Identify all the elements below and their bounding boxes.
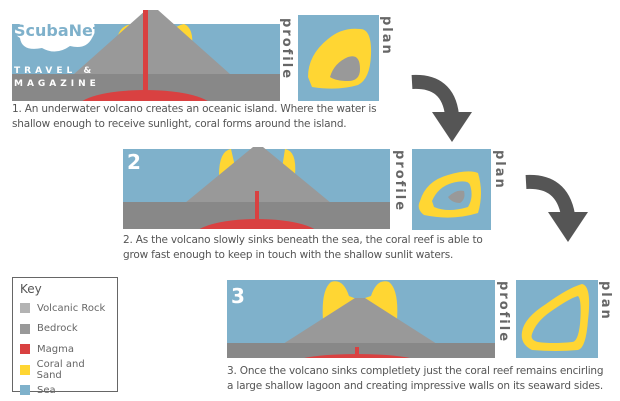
step-2-profile-diagram [123,147,390,229]
key-item-bedrock: Bedrock [20,319,110,340]
swatch-coral [20,364,30,375]
plan-label-3: plan [598,281,613,321]
key-label: Magma [37,343,74,355]
step-3-caption: 3. Once the volcano sinks completlety ju… [227,365,604,392]
arrow-icon-1 [411,74,472,142]
key-item-sea: Sea [20,380,110,401]
profile-label-2: profile [392,150,407,213]
step-3-profile-diagram [227,280,495,358]
step-1-caption: 1. An underwater volcano creates an ocea… [12,103,377,130]
step-3-number: 3 [231,284,245,308]
profile-label-3: profile [496,281,511,344]
logo-line-1: TRAVEL & [14,66,96,76]
step-2-plan-diagram [412,149,491,230]
step-1-profile-diagram [12,8,280,101]
step-2-number: 2 [127,150,141,174]
swatch-volcanic-rock [20,303,30,314]
plan-label-2: plan [492,150,507,190]
key-label: Bedrock [37,323,78,335]
step-1-plan-diagram [298,15,379,101]
key-label: Volcanic Rock [37,302,106,314]
logo-scubanet: ScubaNet [14,21,101,40]
key-item-magma: Magma [20,339,110,360]
arrow-icon-2 [525,174,588,242]
legend-key: Key Volcanic Rock Bedrock Magma Coral an… [12,277,118,396]
logo-line-2: MAGAZINE [14,79,100,89]
key-item-coral: Coral and Sand [20,358,110,381]
swatch-sea [20,385,30,396]
swatch-bedrock [20,323,30,334]
key-label: Coral and Sand [36,358,85,381]
step-2-caption: 2. As the volcano slowly sinks beneath t… [123,234,483,261]
key-title: Key [20,282,42,296]
swatch-magma [20,344,30,355]
key-label: Sea [37,384,56,396]
step-3-plan-diagram [516,280,598,358]
plan-label-1: plan [379,16,394,56]
profile-label-1: profile [279,18,294,81]
key-item-volcanic-rock: Volcanic Rock [20,298,110,319]
